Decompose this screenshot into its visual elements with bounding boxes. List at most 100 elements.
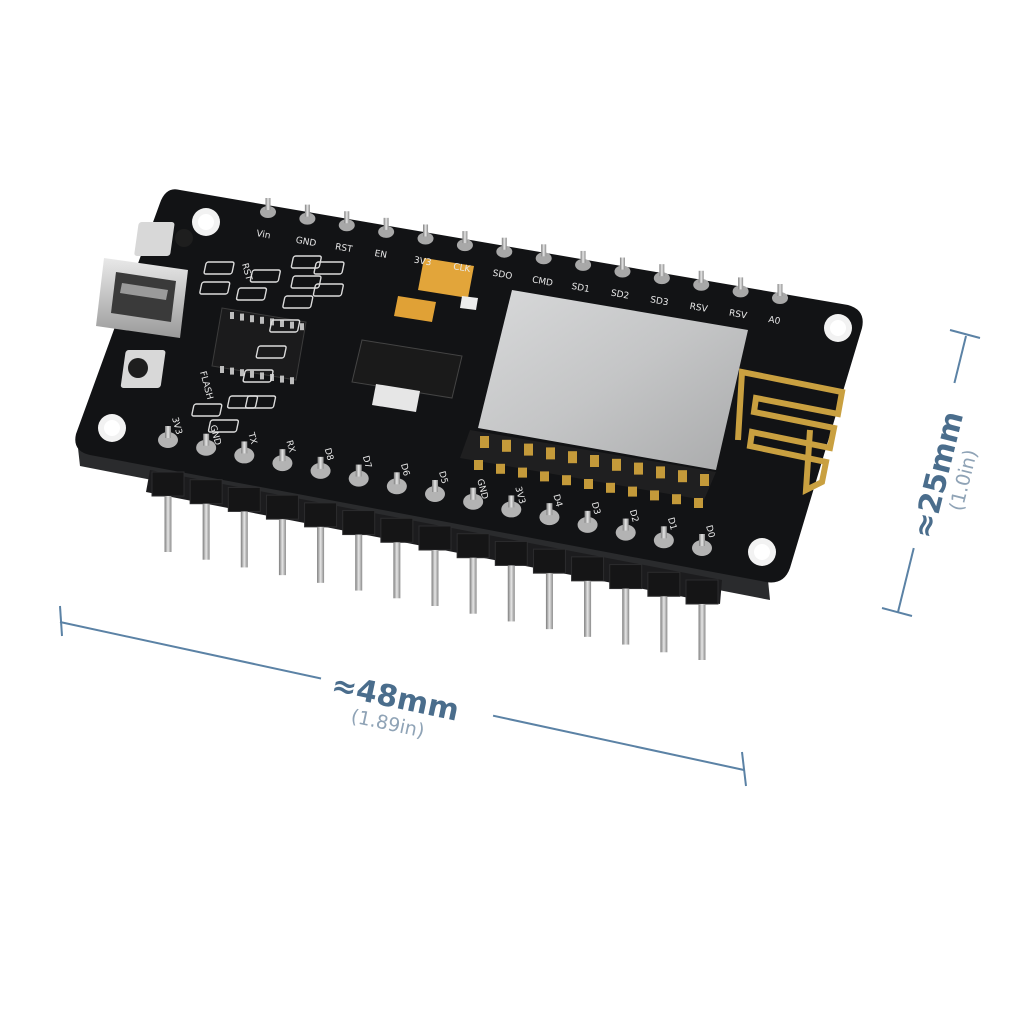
- solder-joint: [196, 433, 217, 456]
- solder-joint: [501, 495, 522, 518]
- bottom-pin-label: D3: [589, 501, 602, 516]
- top-pin-label: RST: [334, 242, 353, 255]
- top-pin-label: Vin: [255, 229, 271, 241]
- solder-joint: [653, 526, 674, 549]
- top-pin-label: CLK: [452, 262, 472, 275]
- mounting-hole-icon: [98, 208, 852, 566]
- top-pin: [693, 270, 710, 291]
- solder-joint: [425, 480, 445, 502]
- header-pin: [202, 503, 210, 560]
- top-pin: [732, 277, 749, 298]
- header-pin: [393, 542, 401, 599]
- bottom-pin-label: D2: [627, 509, 640, 524]
- top-pin: [653, 264, 670, 285]
- header-pin: [431, 550, 439, 606]
- header-segment: [304, 502, 338, 528]
- bottom-solder-joints: [158, 426, 712, 556]
- top-pin-label: 3V3: [413, 256, 432, 269]
- solder-joint: [539, 503, 560, 526]
- header-segment: [532, 548, 566, 574]
- top-pin-label: SD3: [649, 295, 669, 308]
- top-pin: [456, 231, 473, 252]
- esp-module-icon: [460, 290, 748, 508]
- header-pin: [240, 511, 248, 568]
- top-pin-label: SD2: [610, 289, 630, 302]
- micro-usb-connector-icon: [96, 258, 188, 338]
- header-pin: [584, 580, 592, 637]
- header-pin: [698, 604, 706, 660]
- solder-joint: [577, 510, 598, 533]
- header-segment: [456, 533, 490, 559]
- header-segment: [380, 517, 414, 543]
- flash-button-icon: [120, 350, 166, 388]
- top-pin-label: RSV: [689, 302, 709, 315]
- top-pin-label: SDO: [492, 269, 513, 282]
- header-segment: [342, 510, 376, 536]
- header-pin: [507, 565, 515, 622]
- top-header-pins: [260, 198, 788, 304]
- solder-joint: [234, 441, 255, 464]
- header-segment: [151, 471, 185, 497]
- solder-joint: [615, 518, 636, 541]
- bottom-pin-label: 3V3: [169, 416, 183, 436]
- top-pin-label: EN: [374, 249, 388, 261]
- header-pin: [660, 596, 668, 653]
- header-pin: [164, 496, 172, 552]
- bottom-pin-label: TX: [245, 431, 258, 446]
- top-pin: [299, 204, 316, 225]
- solder-joint: [463, 487, 484, 510]
- top-pin-label: A0: [767, 315, 781, 327]
- header-segment: [571, 556, 605, 582]
- top-pin: [378, 217, 395, 238]
- solder-joint: [692, 534, 712, 556]
- header-pin: [622, 588, 630, 645]
- top-pin-label: RSV: [728, 308, 748, 321]
- rst-label: RST: [239, 262, 253, 282]
- header-segment: [265, 494, 299, 520]
- header-pins: [164, 496, 706, 660]
- header-segment: [647, 571, 681, 597]
- header-pin: [355, 534, 363, 591]
- solder-joint: [386, 472, 407, 495]
- header-pin: [317, 526, 325, 583]
- bottom-pin-label: RX: [284, 439, 297, 454]
- solder-joint: [158, 426, 178, 448]
- top-pin: [417, 224, 434, 245]
- pcb-antenna-icon: [735, 368, 846, 496]
- solder-joint: [272, 449, 293, 472]
- bottom-pin-label: D6: [398, 462, 411, 477]
- top-pin: [575, 250, 592, 271]
- usb-serial-chip-icon: [211, 307, 307, 385]
- header-segment: [189, 479, 223, 505]
- top-pin: [614, 257, 631, 278]
- bottom-pin-label: D4: [551, 493, 564, 508]
- header-segments: [151, 471, 719, 605]
- voltage-regulator-icon: [351, 339, 463, 412]
- solder-joint: [348, 464, 369, 487]
- bottom-pin-label: D8: [322, 447, 335, 462]
- solder-joint: [310, 456, 331, 479]
- top-pin-label: CMD: [531, 275, 553, 289]
- top-pin: [535, 244, 552, 265]
- top-pin: [260, 198, 276, 218]
- top-pin: [338, 211, 355, 232]
- width-dimension: ≈48mm (1.89in): [59, 605, 747, 787]
- header-pin: [278, 519, 286, 576]
- top-pin: [772, 284, 788, 304]
- header-segment: [227, 486, 261, 512]
- header-segment: [685, 579, 719, 605]
- bottom-pin-label: D1: [665, 516, 678, 531]
- header-segment: [418, 525, 452, 551]
- smd-component-outlines: [191, 255, 345, 433]
- header-segment: [494, 540, 528, 566]
- capacitor-icon: [394, 258, 478, 322]
- header-pin: [545, 573, 553, 630]
- rst-button-icon: [134, 222, 193, 256]
- top-pin: [496, 237, 513, 258]
- bottom-pin-label: D7: [360, 455, 373, 470]
- bottom-pin-label: 3V3: [512, 486, 526, 506]
- top-pin-label: GND: [295, 236, 317, 249]
